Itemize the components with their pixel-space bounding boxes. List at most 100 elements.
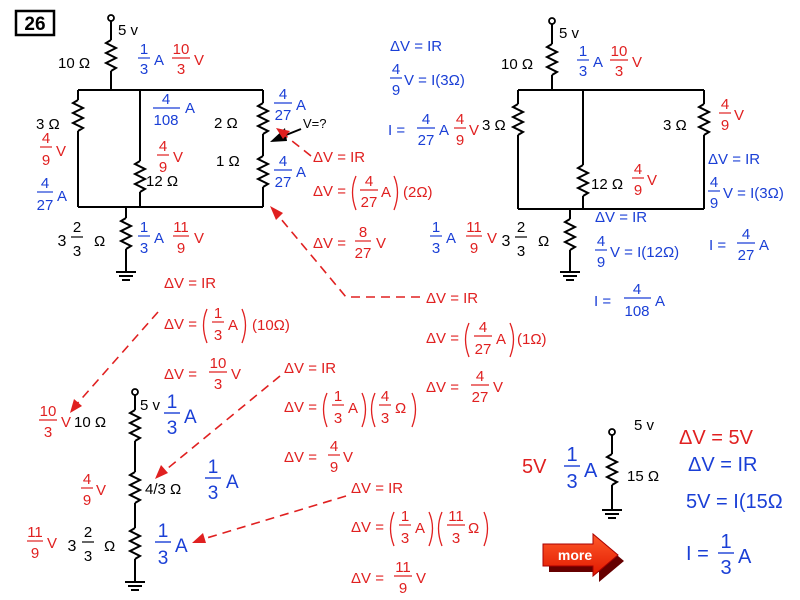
svg-text:4: 4 bbox=[42, 130, 50, 147]
voltage-label: 10 3 V bbox=[610, 43, 642, 80]
svg-text:3: 3 bbox=[517, 243, 525, 260]
svg-text:9: 9 bbox=[721, 117, 729, 134]
svg-text:4: 4 bbox=[422, 111, 430, 128]
svg-text:3: 3 bbox=[615, 63, 623, 80]
svg-text:(10Ω): (10Ω) bbox=[252, 317, 290, 334]
current-label: 1 3 A bbox=[430, 219, 456, 257]
svg-text:9: 9 bbox=[330, 459, 338, 476]
source-label: 5 v bbox=[559, 25, 580, 42]
svg-text:Ω: Ω bbox=[468, 520, 479, 537]
voltage-label: 4 9 V bbox=[719, 96, 744, 134]
dashed-arrow bbox=[281, 132, 312, 157]
resistor-label: 4/3 Ω bbox=[145, 481, 181, 498]
more-button-label: more bbox=[558, 547, 592, 563]
more-button[interactable]: more bbox=[542, 532, 624, 582]
svg-text:A: A bbox=[496, 331, 506, 348]
svg-text:3: 3 bbox=[84, 548, 92, 565]
svg-text:V: V bbox=[56, 143, 66, 160]
voltage-label: 11 9 V bbox=[27, 524, 57, 562]
current-label: 1 3 A bbox=[155, 521, 188, 569]
svg-text:A: A bbox=[738, 546, 752, 568]
resistor-label: 3 2 3 Ω bbox=[502, 219, 550, 260]
svg-text:27: 27 bbox=[475, 341, 492, 358]
svg-text:ΔV =: ΔV = bbox=[351, 519, 384, 536]
svg-text:2: 2 bbox=[73, 219, 81, 236]
equation-line: 5V = I(15Ω bbox=[686, 491, 783, 513]
current-label: 1 3 A bbox=[577, 43, 603, 80]
svg-text:9: 9 bbox=[634, 182, 642, 199]
svg-text:ΔV =: ΔV = bbox=[284, 449, 317, 466]
svg-text:9: 9 bbox=[159, 159, 167, 176]
svg-text:ΔV =: ΔV = bbox=[426, 330, 459, 347]
svg-text:1: 1 bbox=[140, 219, 148, 236]
svg-text:3: 3 bbox=[401, 530, 409, 547]
svg-text:3: 3 bbox=[579, 63, 587, 80]
voltage-label: 11 9 V bbox=[466, 219, 497, 257]
svg-text:27: 27 bbox=[355, 245, 372, 262]
svg-text:ΔV =: ΔV = bbox=[164, 366, 197, 383]
svg-text:ΔV =: ΔV = bbox=[351, 570, 384, 587]
svg-text:A: A bbox=[184, 407, 197, 428]
svg-text:ΔV =: ΔV = bbox=[164, 316, 197, 333]
svg-text:9: 9 bbox=[456, 132, 464, 149]
voltage-label: 11 9 V bbox=[173, 219, 204, 257]
svg-text:27: 27 bbox=[361, 194, 378, 211]
arrow-head-icon bbox=[192, 533, 206, 543]
resistor-label: 3 Ω bbox=[663, 117, 687, 134]
svg-text:4: 4 bbox=[597, 233, 605, 250]
svg-text:V: V bbox=[416, 570, 426, 587]
svg-text:4: 4 bbox=[392, 61, 400, 78]
current-label: 4 27 A bbox=[37, 175, 67, 214]
svg-text:1: 1 bbox=[432, 219, 440, 236]
svg-text:4: 4 bbox=[41, 175, 49, 192]
svg-text:9: 9 bbox=[470, 240, 478, 257]
svg-text:I =: I = bbox=[388, 122, 405, 139]
source-label: 5 v bbox=[118, 22, 139, 39]
svg-text:ΔV =: ΔV = bbox=[426, 379, 459, 396]
svg-text:ΔV = IR: ΔV = IR bbox=[351, 480, 403, 497]
svg-text:A: A bbox=[381, 184, 391, 201]
svg-text:Ω: Ω bbox=[395, 400, 406, 417]
svg-text:9: 9 bbox=[42, 152, 50, 169]
svg-text:3: 3 bbox=[68, 538, 77, 555]
svg-text:ΔV = IR: ΔV = IR bbox=[708, 151, 760, 168]
svg-text:3: 3 bbox=[73, 243, 81, 260]
resistor-label: 12 Ω bbox=[591, 176, 623, 193]
svg-text:ΔV =: ΔV = bbox=[284, 399, 317, 416]
resistor-label: 12 Ω bbox=[146, 173, 178, 190]
svg-text:V: V bbox=[469, 122, 479, 139]
svg-text:V: V bbox=[194, 230, 204, 247]
unknown-voltage-label: V=? bbox=[303, 116, 327, 131]
svg-text:4: 4 bbox=[83, 471, 91, 488]
equation-block-11-3-ohm: ΔV = IR ΔV = 1 3 A 11 3 Ω ΔV = 11 9 V bbox=[351, 480, 489, 597]
svg-text:4: 4 bbox=[476, 368, 484, 385]
svg-text:A: A bbox=[415, 520, 425, 537]
resistor-label: 15 Ω bbox=[627, 468, 659, 485]
svg-text:4: 4 bbox=[710, 174, 718, 191]
svg-text:(2Ω): (2Ω) bbox=[403, 184, 433, 201]
svg-text:2: 2 bbox=[517, 219, 525, 236]
svg-text:3: 3 bbox=[44, 424, 52, 441]
arrow-head-icon bbox=[155, 465, 168, 479]
svg-text:ΔV =: ΔV = bbox=[313, 183, 346, 200]
svg-text:4: 4 bbox=[634, 161, 642, 178]
svg-text:1: 1 bbox=[214, 305, 222, 322]
svg-text:V: V bbox=[343, 449, 353, 466]
svg-text:A: A bbox=[439, 122, 449, 139]
arrow-head-icon bbox=[70, 399, 82, 413]
svg-text:V: V bbox=[493, 379, 503, 396]
svg-text:11: 11 bbox=[395, 559, 411, 576]
svg-text:4: 4 bbox=[381, 388, 389, 405]
resistor-label: 10 Ω bbox=[74, 414, 106, 431]
voltage-label: 5V bbox=[522, 456, 547, 478]
svg-text:ΔV = IR: ΔV = IR bbox=[595, 209, 647, 226]
svg-text:27: 27 bbox=[472, 389, 489, 406]
voltage-label: 4 9 V bbox=[632, 161, 657, 199]
voltage-label: 10 3 V bbox=[39, 403, 71, 441]
circuit-top-left: 5 v 10 Ω 1 3 A 10 3 V 3 Ω 4 9 V 4 27 A 4 bbox=[36, 14, 327, 281]
svg-text:A: A bbox=[759, 237, 769, 254]
svg-text:A: A bbox=[57, 188, 67, 205]
svg-text:A: A bbox=[296, 97, 306, 114]
svg-text:3: 3 bbox=[208, 483, 219, 504]
